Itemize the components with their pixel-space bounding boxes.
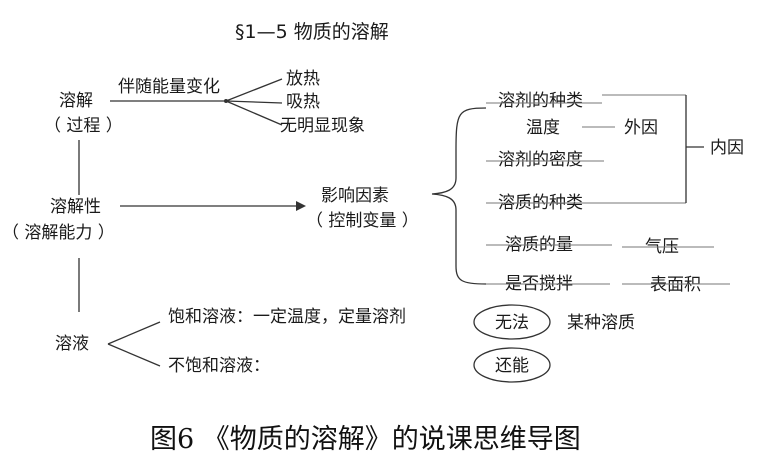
solution-branch-upper (107, 321, 161, 345)
factors-label: 影响因素 (321, 186, 389, 206)
node-dissolution-note: （ 过程 ） (44, 116, 123, 136)
factor-temperature: 温度 (526, 118, 560, 138)
node-solution: 溶液 (55, 334, 89, 354)
map-title: §1—5 物质的溶解 (235, 21, 389, 43)
arrowhead-icon (296, 201, 306, 211)
can-label: 还能 (495, 356, 529, 376)
solute-note: 某种溶质 (567, 313, 635, 333)
cannot-oval (473, 304, 551, 340)
factors-label-note: （ 控制变量 ） (306, 211, 419, 231)
factor-internal: 内因 (710, 138, 744, 158)
energy-branch-1 (225, 78, 283, 102)
cannot-label: 无法 (495, 313, 529, 333)
factor-solvent-density: 溶剂的密度 (498, 150, 583, 170)
energy-item-endothermic: 吸热 (286, 92, 320, 112)
saturated-solution: 饱和溶液：一定温度，定量溶剂 (168, 307, 406, 327)
energy-item-exothermic: 放热 (286, 69, 320, 89)
energy-branch-3 (225, 100, 283, 126)
factor-surface-area: 表面积 (650, 275, 701, 295)
energy-branch-2 (225, 100, 283, 104)
factors-brace (431, 107, 487, 285)
can-oval (473, 347, 551, 383)
factor-external: 外因 (624, 118, 658, 138)
node-solubility-note: （ 溶解能力 ） (2, 223, 115, 243)
energy-label: 伴随能量变化 (118, 77, 220, 97)
figure-caption: 图6 《物质的溶解》的说课思维导图 (150, 424, 581, 455)
node-solubility: 溶解性 (50, 197, 101, 217)
node-dissolution: 溶解 (59, 91, 93, 111)
solution-branch-lower (107, 343, 161, 367)
unsaturated-solution: 不饱和溶液： (168, 356, 270, 376)
energy-item-none: 无明显现象 (280, 116, 365, 136)
factor-solvent-type: 溶剂的种类 (498, 91, 583, 111)
